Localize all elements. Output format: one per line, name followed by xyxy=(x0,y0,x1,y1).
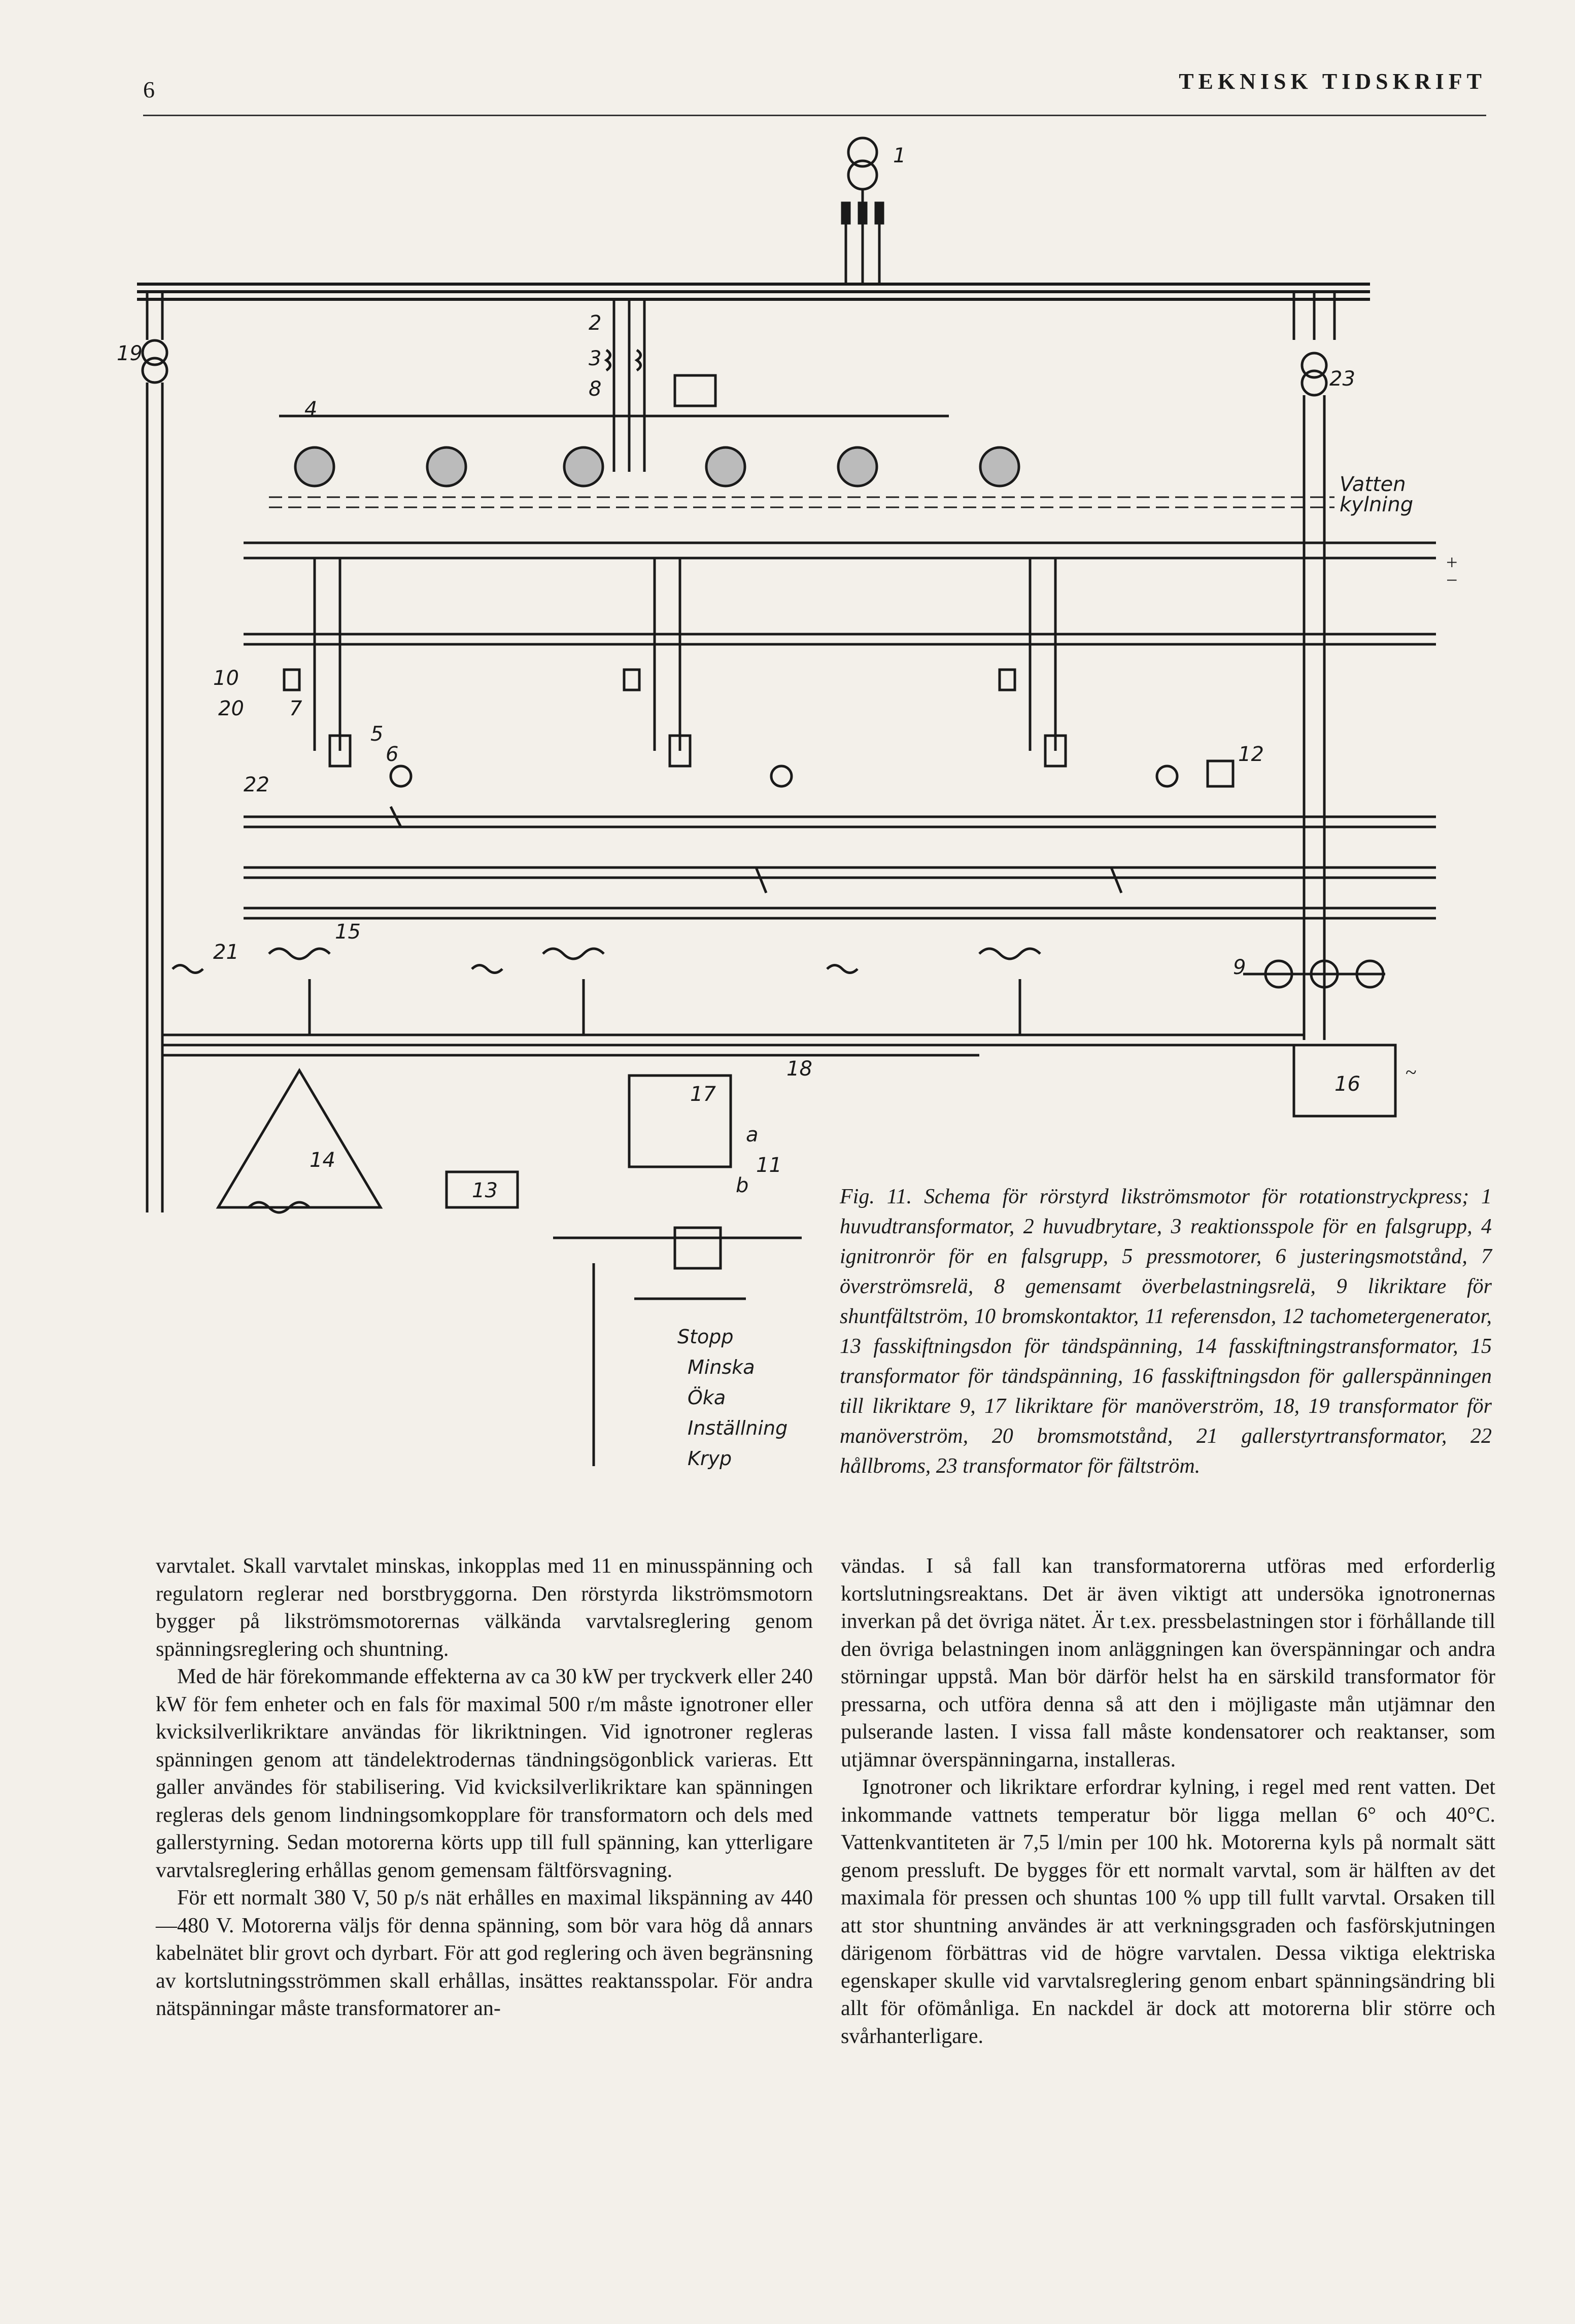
circuit-diagram: 1 2 3 8 4 10 20 7 5 6 22 12 15 21 9 16 1… xyxy=(117,117,1497,1537)
left-column: varvtalet. Skall varvtalet minskas, inko… xyxy=(156,1552,813,2023)
header-rule xyxy=(143,115,1486,116)
svg-text:19: 19 xyxy=(117,342,143,365)
svg-text:1: 1 xyxy=(893,144,906,167)
control-oka: Öka xyxy=(688,1386,726,1409)
ignitron-tubes xyxy=(269,414,1334,508)
transformer-23 xyxy=(1292,292,1336,1040)
svg-text:a: a xyxy=(746,1123,759,1147)
paragraph: För ett normalt 380 V, 50 p/s nät erhåll… xyxy=(156,1886,813,2020)
svg-text:6: 6 xyxy=(386,743,398,766)
svg-text:8: 8 xyxy=(589,377,601,401)
ignition-transformers xyxy=(172,947,1041,1035)
motor-group-2 xyxy=(623,558,793,893)
three-phase-bus xyxy=(137,283,1370,301)
svg-text:4: 4 xyxy=(304,398,317,421)
svg-text:9: 9 xyxy=(1233,956,1246,979)
journal-title: TEKNISK TIDSKRIFT xyxy=(1179,69,1486,94)
svg-text:14: 14 xyxy=(310,1149,335,1172)
svg-text:17: 17 xyxy=(690,1083,716,1106)
phase-shifter-16 xyxy=(1292,1044,1397,1118)
right-column: vändas. I så fall kan transformatorerna … xyxy=(841,1552,1495,2050)
transformer-19 xyxy=(141,292,168,1212)
phase-shift-transformer-14 xyxy=(216,1068,383,1214)
figure-label: Fig. 11. xyxy=(840,1185,912,1208)
control-minska: Minska xyxy=(688,1356,755,1378)
minus-sign: − xyxy=(1446,569,1458,592)
page-number: 6 xyxy=(143,77,155,102)
svg-text:15: 15 xyxy=(335,920,361,944)
svg-text:20: 20 xyxy=(218,697,244,720)
cooling-label-line2: kylning xyxy=(1340,493,1414,516)
svg-text:16: 16 xyxy=(1334,1072,1360,1096)
cooling-label-line1: Vatten xyxy=(1340,473,1406,496)
rectifiers-9 xyxy=(1243,959,1385,989)
figure-caption: Fig. 11. Schema för rörstyrd likströmsmo… xyxy=(840,1182,1492,1481)
control-installning: Inställning xyxy=(688,1417,788,1439)
svg-text:5: 5 xyxy=(370,722,383,746)
main-transformer xyxy=(841,136,884,284)
motor-group-3 xyxy=(998,558,1235,893)
dc-bus xyxy=(162,541,1436,1057)
paragraph: varvtalet. Skall varvtalet minskas, inko… xyxy=(156,1554,813,1661)
tilde-sign: ~ xyxy=(1406,1061,1417,1084)
svg-text:12: 12 xyxy=(1238,743,1264,766)
plus-sign: + xyxy=(1446,551,1458,574)
svg-text:21: 21 xyxy=(213,941,239,964)
cooling-label: Vatten kylning xyxy=(1340,474,1413,515)
motor-group-1 xyxy=(283,558,413,828)
phase-shifter-13 xyxy=(445,1170,519,1209)
paragraph: Med de här förekommande effekterna av ca… xyxy=(156,1665,813,1882)
svg-text:2: 2 xyxy=(589,311,601,335)
control-stopp: Stopp xyxy=(677,1326,734,1348)
svg-text:11: 11 xyxy=(756,1154,782,1177)
svg-text:13: 13 xyxy=(472,1179,498,1202)
control-labels: Stopp Minska Öka Inställning Kryp xyxy=(677,1322,788,1474)
svg-text:b: b xyxy=(736,1174,748,1197)
main-breaker xyxy=(604,299,717,472)
svg-text:22: 22 xyxy=(244,773,269,796)
control-kryp: Kryp xyxy=(688,1447,732,1470)
svg-text:7: 7 xyxy=(289,697,302,720)
svg-text:23: 23 xyxy=(1329,367,1355,391)
paragraph: vändas. I så fall kan transformatorerna … xyxy=(841,1554,1495,1772)
figure-caption-text: Schema för rörstyrd likströmsmotor för r… xyxy=(840,1185,1492,1478)
svg-text:10: 10 xyxy=(213,667,239,690)
paragraph: Ignotroner och likriktare erfordrar kyln… xyxy=(841,1776,1495,2048)
svg-text:3: 3 xyxy=(589,347,601,370)
svg-text:18: 18 xyxy=(786,1057,812,1081)
control-section xyxy=(553,1074,802,1466)
